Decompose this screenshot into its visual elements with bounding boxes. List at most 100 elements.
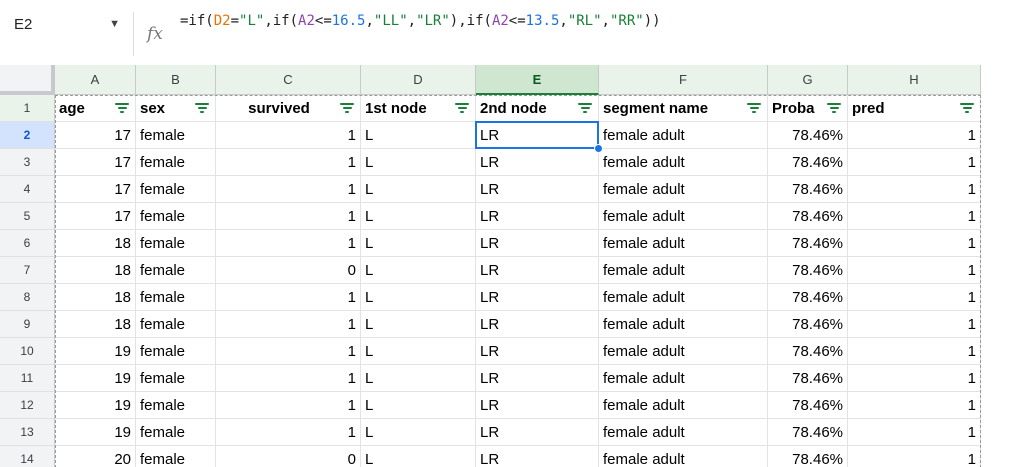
cell-f2[interactable]: female adult <box>599 122 768 149</box>
cell-d3[interactable]: L <box>361 149 476 176</box>
cell-f13[interactable]: female adult <box>599 419 768 446</box>
cell-f8[interactable]: female adult <box>599 284 768 311</box>
cell-h12[interactable]: 1 <box>848 392 981 419</box>
cell-b13[interactable]: female <box>136 419 216 446</box>
cell-f5[interactable]: female adult <box>599 203 768 230</box>
cell-a10[interactable]: 19 <box>55 338 136 365</box>
cell-a6[interactable]: 18 <box>55 230 136 257</box>
cell-a3[interactable]: 17 <box>55 149 136 176</box>
cell-a2[interactable]: 17 <box>55 122 136 149</box>
formula-input[interactable]: =if(D2="L",if(A2<=16.5,"LL","LR"),if(A2<… <box>180 13 661 29</box>
filter-icon[interactable] <box>827 101 841 115</box>
column-header-c[interactable]: C <box>216 65 361 95</box>
cell-d8[interactable]: L <box>361 284 476 311</box>
cell-e12[interactable]: LR <box>476 392 599 419</box>
cell-c12[interactable]: 1 <box>216 392 361 419</box>
cell-d5[interactable]: L <box>361 203 476 230</box>
column-header-g[interactable]: G <box>768 65 848 95</box>
cell-c13[interactable]: 1 <box>216 419 361 446</box>
cell-h3[interactable]: 1 <box>848 149 981 176</box>
cell-b9[interactable]: female <box>136 311 216 338</box>
header-cell[interactable]: segment name <box>599 95 768 122</box>
cell-h14[interactable]: 1 <box>848 446 981 467</box>
cell-f14[interactable]: female adult <box>599 446 768 467</box>
cell-g5[interactable]: 78.46% <box>768 203 848 230</box>
cell-h5[interactable]: 1 <box>848 203 981 230</box>
column-header-b[interactable]: B <box>136 65 216 95</box>
cell-f6[interactable]: female adult <box>599 230 768 257</box>
row-header-5[interactable]: 5 <box>0 203 55 230</box>
cell-g8[interactable]: 78.46% <box>768 284 848 311</box>
cell-h11[interactable]: 1 <box>848 365 981 392</box>
chevron-down-icon[interactable]: ▼ <box>109 18 120 30</box>
cell-d10[interactable]: L <box>361 338 476 365</box>
header-cell[interactable]: 2nd node <box>476 95 599 122</box>
cell-e9[interactable]: LR <box>476 311 599 338</box>
cell-d13[interactable]: L <box>361 419 476 446</box>
cell-c2[interactable]: 1 <box>216 122 361 149</box>
cell-c4[interactable]: 1 <box>216 176 361 203</box>
cell-e13[interactable]: LR <box>476 419 599 446</box>
cell-b11[interactable]: female <box>136 365 216 392</box>
cell-h7[interactable]: 1 <box>848 257 981 284</box>
cell-b14[interactable]: female <box>136 446 216 467</box>
cell-a12[interactable]: 19 <box>55 392 136 419</box>
row-header-6[interactable]: 6 <box>0 230 55 257</box>
row-header-9[interactable]: 9 <box>0 311 55 338</box>
cell-b12[interactable]: female <box>136 392 216 419</box>
row-header-14[interactable]: 14 <box>0 446 55 467</box>
column-header-f[interactable]: F <box>599 65 768 95</box>
cell-g7[interactable]: 78.46% <box>768 257 848 284</box>
cell-a5[interactable]: 17 <box>55 203 136 230</box>
cell-f11[interactable]: female adult <box>599 365 768 392</box>
cell-e11[interactable]: LR <box>476 365 599 392</box>
cell-c8[interactable]: 1 <box>216 284 361 311</box>
row-header-13[interactable]: 13 <box>0 419 55 446</box>
cell-a11[interactable]: 19 <box>55 365 136 392</box>
cell-b7[interactable]: female <box>136 257 216 284</box>
cell-c14[interactable]: 0 <box>216 446 361 467</box>
row-header-2[interactable]: 2 <box>0 122 55 149</box>
header-cell[interactable]: Proba <box>768 95 848 122</box>
cell-c5[interactable]: 1 <box>216 203 361 230</box>
cell-h13[interactable]: 1 <box>848 419 981 446</box>
fill-handle[interactable] <box>594 144 603 153</box>
cell-f3[interactable]: female adult <box>599 149 768 176</box>
cell-h9[interactable]: 1 <box>848 311 981 338</box>
cell-a4[interactable]: 17 <box>55 176 136 203</box>
cell-g9[interactable]: 78.46% <box>768 311 848 338</box>
column-header-e[interactable]: E <box>476 65 599 95</box>
row-header-8[interactable]: 8 <box>0 284 55 311</box>
cell-d9[interactable]: L <box>361 311 476 338</box>
cell-b4[interactable]: female <box>136 176 216 203</box>
cell-f4[interactable]: female adult <box>599 176 768 203</box>
cell-c3[interactable]: 1 <box>216 149 361 176</box>
row-header-4[interactable]: 4 <box>0 176 55 203</box>
cell-a8[interactable]: 18 <box>55 284 136 311</box>
cell-h6[interactable]: 1 <box>848 230 981 257</box>
row-header-7[interactable]: 7 <box>0 257 55 284</box>
row-header-10[interactable]: 10 <box>0 338 55 365</box>
cell-e6[interactable]: LR <box>476 230 599 257</box>
cell-g11[interactable]: 78.46% <box>768 365 848 392</box>
cell-d14[interactable]: L <box>361 446 476 467</box>
cell-a13[interactable]: 19 <box>55 419 136 446</box>
header-cell[interactable]: pred <box>848 95 981 122</box>
cell-e2[interactable]: LR <box>476 122 599 149</box>
column-header-h[interactable]: H <box>848 65 981 95</box>
header-cell[interactable]: sex <box>136 95 216 122</box>
cell-a9[interactable]: 18 <box>55 311 136 338</box>
column-header-a[interactable]: A <box>55 65 136 95</box>
cell-g3[interactable]: 78.46% <box>768 149 848 176</box>
cell-d7[interactable]: L <box>361 257 476 284</box>
cell-a14[interactable]: 20 <box>55 446 136 467</box>
row-header-11[interactable]: 11 <box>0 365 55 392</box>
name-box[interactable]: E2 ▼ <box>14 12 124 36</box>
cell-f10[interactable]: female adult <box>599 338 768 365</box>
cell-d11[interactable]: L <box>361 365 476 392</box>
cell-g14[interactable]: 78.46% <box>768 446 848 467</box>
cell-d2[interactable]: L <box>361 122 476 149</box>
cell-f9[interactable]: female adult <box>599 311 768 338</box>
cell-e14[interactable]: LR <box>476 446 599 467</box>
cell-e8[interactable]: LR <box>476 284 599 311</box>
